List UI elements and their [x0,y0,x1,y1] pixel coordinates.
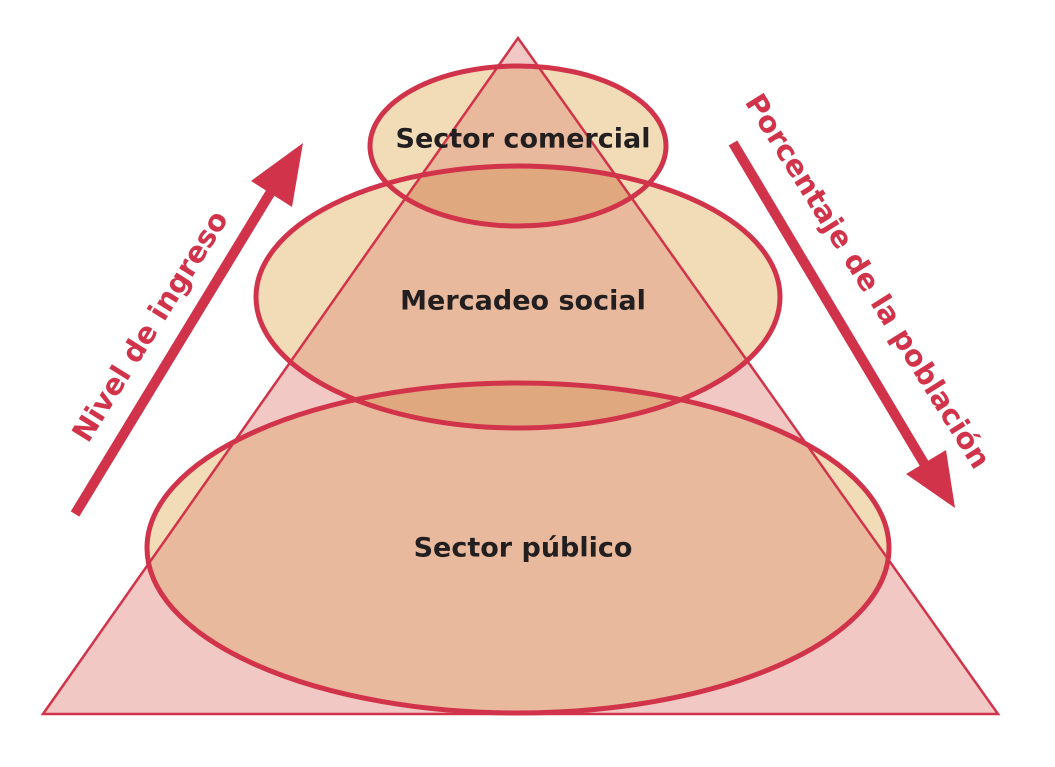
income-arrow-shaft [70,169,288,517]
level-label-top: Sector comercial [396,124,651,155]
arrow-up-icon [251,143,303,207]
income-arrow-label: Nivel de ingreso [65,204,235,447]
population-arrow [728,140,955,508]
population-arrow-shaft [728,140,933,473]
level-label-middle: Mercadeo social [400,286,646,317]
ellipse-bottom-outline [144,380,892,716]
arrow-down-icon [906,450,955,508]
ellipse-middle-outline [253,163,783,431]
ellipse-top-outline [367,63,669,229]
income-arrow [70,143,303,517]
level-label-bottom: Sector público [414,533,633,564]
